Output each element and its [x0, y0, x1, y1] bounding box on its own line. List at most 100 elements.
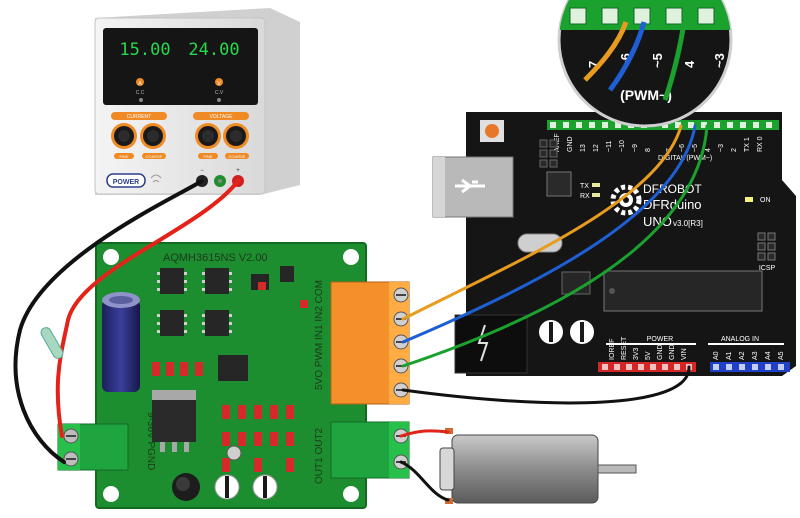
power-symbol-icon — [150, 174, 162, 183]
analog-header-label: ANALOG IN — [721, 336, 759, 343]
power-supply: 15.00 24.00 A C.C V C.V CURRENT VOLTAGE … — [94, 8, 300, 195]
current-readout: 15.00 — [119, 40, 170, 60]
power-input-terminal: 9-36V PGND — [57, 412, 156, 471]
pin-label-vin: VIN — [681, 348, 688, 360]
power-button-label: POWER — [113, 179, 139, 186]
pin-label-9: ~9 — [632, 144, 639, 152]
wire-psu-negative — [13, 179, 204, 464]
voltage-fine-knob[interactable] — [195, 123, 221, 149]
rx-led-label: RX — [580, 193, 590, 200]
svg-text:+: + — [236, 168, 240, 174]
pin-label-a0: A0 — [713, 351, 720, 360]
current-indicator-led — [136, 78, 144, 86]
pin-label-reset: RESET — [621, 336, 628, 360]
pin-label-4: 4 — [705, 148, 712, 152]
wire-pin7-pwm — [401, 124, 683, 321]
inline-fuse — [40, 327, 64, 359]
pin-label-a5: A5 — [778, 351, 785, 360]
version-label: v3.0[R3] — [673, 219, 703, 228]
wires — [13, 124, 709, 502]
pin-zoom-callout: 7 ~6 ~5 4 ~3 (PWM~) — [557, 0, 733, 128]
pin-label-5v: 5V — [645, 351, 652, 360]
on-led-label: ON — [760, 197, 771, 204]
voltage-knobs-strip — [193, 112, 249, 120]
pin-label-rx: RX 0 — [757, 136, 764, 152]
pin-label-tx: TX 1 — [744, 137, 751, 152]
pin-label-8: 8 — [645, 148, 652, 152]
voltage-fine-label: FINE — [203, 154, 212, 159]
current-knobs-label: CURRENT — [127, 114, 151, 120]
current-coarse-label: COARSE — [146, 154, 163, 159]
pin-label-gnd-2: GND — [669, 344, 676, 360]
pin-label-12: 12 — [593, 144, 600, 152]
on-led — [745, 197, 753, 202]
pin-label-a2: A2 — [739, 351, 746, 360]
current-fine-label: FINE — [119, 154, 128, 159]
pin-label-13: 13 — [580, 144, 587, 152]
current-knobs-strip — [111, 112, 167, 120]
arduino-board: AREF GND 13 12 ~11 ~10 ~9 8 7 ~6 ~5 4 ~3… — [432, 112, 796, 376]
zoom-pin-7: 7 — [586, 61, 601, 68]
current-fine-knob[interactable] — [111, 123, 137, 149]
wire-pin6-in1 — [401, 124, 697, 344]
usb-chip — [546, 171, 572, 197]
lightning-icon — [477, 324, 489, 362]
wire-out2-motor — [399, 460, 450, 502]
control-terminal: 5VO PWM IN1 IN2 COM — [314, 280, 410, 405]
pin-label-5: ~5 — [692, 144, 699, 152]
voltage-knobs-label: VOLTAGE — [210, 114, 234, 120]
pin-label-gnd-1: GND — [657, 344, 664, 360]
motor-driver-board: AQMH3615NS V2.00 — [57, 242, 410, 509]
small-capacitors — [172, 445, 278, 501]
pin-label-10: ~10 — [619, 140, 626, 152]
wire-gnd-com — [401, 365, 691, 405]
dc-motor — [439, 428, 637, 504]
driver-resistors — [152, 282, 308, 472]
pin-label-a4: A4 — [765, 351, 772, 360]
power-header-label: POWER — [647, 336, 673, 343]
power-header — [598, 362, 696, 372]
icsp-header — [757, 232, 776, 261]
power-jack — [454, 314, 528, 374]
svg-text:−: − — [200, 168, 204, 174]
power-pin-labels: IOREF RESET 3V3 5V GND GND VIN — [609, 336, 688, 360]
voltage-readout: 24.00 — [188, 40, 239, 60]
power-button[interactable] — [106, 173, 146, 188]
output-terminal-labels: OUT1 OUT2 — [314, 427, 325, 484]
microcontroller-chip — [603, 270, 763, 312]
voltage-indicator-letter: V — [217, 81, 221, 87]
voltage-coarse-knob[interactable] — [223, 123, 249, 149]
crystal-oscillator — [517, 233, 563, 253]
pin-label-3v3: 3V3 — [633, 347, 640, 360]
electrolytic-capacitor — [102, 292, 140, 392]
voltage-regulator — [152, 390, 196, 452]
voltage-indicator-led — [215, 78, 223, 86]
analog-header — [710, 362, 790, 372]
usb-icon — [455, 178, 485, 194]
current-coarse-knob[interactable] — [140, 123, 166, 149]
current-indicator-letter: A — [138, 81, 142, 87]
wire-out1-motor — [399, 429, 450, 438]
wire-psu-positive — [55, 179, 240, 438]
analog-pin-labels: A0 A1 A2 A3 A4 A5 — [713, 351, 785, 360]
icsp-header-top — [539, 139, 558, 168]
zoom-pin-5: ~5 — [650, 53, 665, 68]
wire-pin5-in2 — [401, 124, 709, 368]
zoom-pin-3: ~3 — [712, 53, 727, 68]
voltage-coarse-label: COARSE — [229, 154, 246, 159]
current-mode-label: C.C — [136, 90, 145, 96]
zoom-pin-4: 4 — [682, 60, 697, 68]
voltage-mode-label: C.V — [215, 90, 224, 96]
usb-port — [432, 156, 514, 218]
pin-label-2: 2 — [731, 148, 738, 152]
driver-board-title: AQMH3615NS V2.00 — [163, 252, 268, 264]
digital-label: DIGITAL (PWM~) — [658, 155, 712, 162]
pin-label-11: ~11 — [606, 141, 613, 152]
pin-label-a1: A1 — [726, 351, 733, 360]
brand-label: DFROBOT — [643, 182, 702, 196]
control-terminal-labels: 5VO PWM IN1 IN2 COM — [314, 280, 325, 390]
tx-led-label: TX — [580, 183, 589, 190]
input-terminal-labels: 9-36V PGND — [145, 412, 156, 470]
zoom-pwm-label: (PWM~) — [620, 87, 672, 103]
pin-label-3: ~3 — [718, 144, 725, 152]
